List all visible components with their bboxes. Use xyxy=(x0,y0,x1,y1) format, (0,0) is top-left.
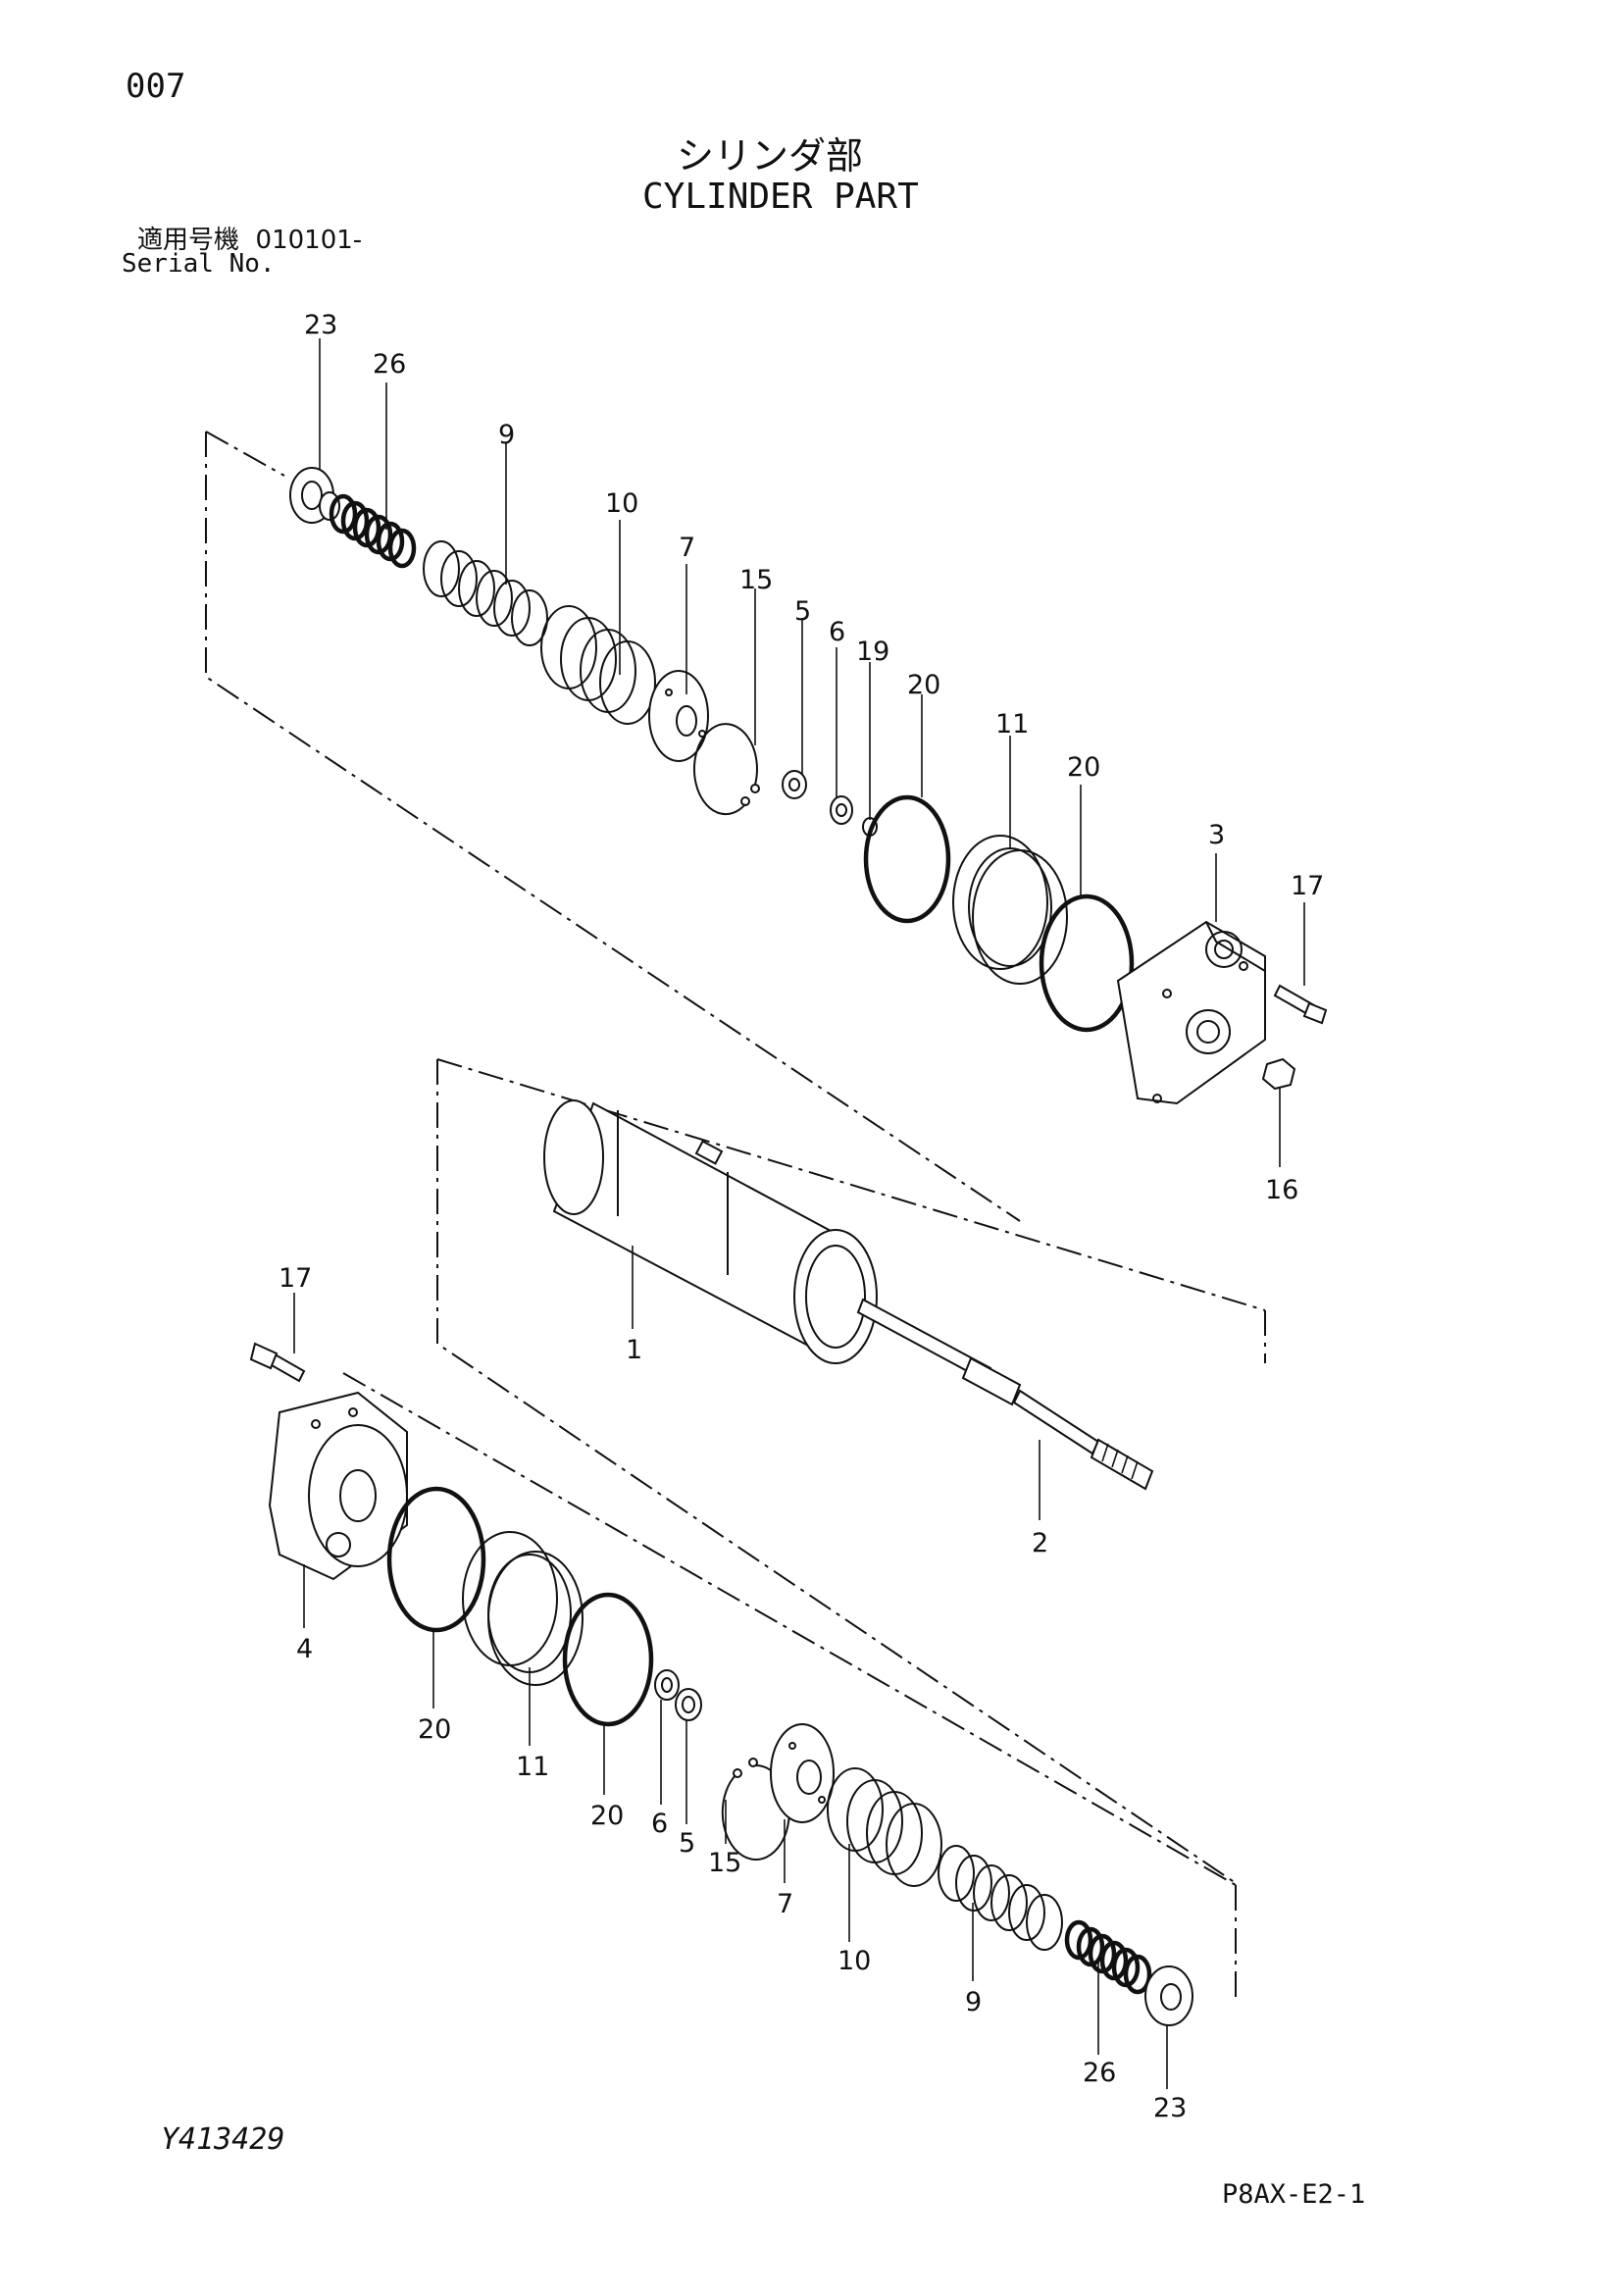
callout-6-bottom: 6 xyxy=(651,1809,668,1839)
part-10-outer-spring-top xyxy=(540,605,656,725)
callout-20-bottom-b: 20 xyxy=(590,1801,624,1831)
callout-19-top: 19 xyxy=(856,637,889,667)
part-11-sleeve-top xyxy=(952,835,1068,985)
callout-5-top: 5 xyxy=(794,596,811,627)
callout-16: 16 xyxy=(1265,1175,1298,1205)
top-assembly xyxy=(205,431,1328,1222)
callout-4: 4 xyxy=(296,1634,313,1664)
callout-10-bottom: 10 xyxy=(837,1946,871,1976)
part-7-seat-plate-top xyxy=(648,670,709,762)
part-9-spring-bottom xyxy=(938,1845,1063,1951)
callout-15-bottom: 15 xyxy=(708,1848,741,1878)
callout-7-top: 7 xyxy=(679,533,695,563)
figure-number: Y413429 xyxy=(161,2122,285,2157)
callout-26-bottom: 26 xyxy=(1083,2058,1116,2088)
middle-assembly xyxy=(436,1058,1266,1884)
part-23-spring-seat-bottom xyxy=(1144,1965,1193,2026)
callout-9-top: 9 xyxy=(498,420,515,450)
callout-20-bottom-a: 20 xyxy=(418,1714,451,1745)
title-english: CYLINDER PART xyxy=(642,177,919,217)
part-10-outer-spring-bottom xyxy=(827,1767,942,1887)
callout-20-top-a: 20 xyxy=(907,670,940,700)
part-7-seat-plate-bottom xyxy=(770,1723,835,1823)
part-20-o-ring-bottom-b xyxy=(562,1592,654,1727)
callout-15-top: 15 xyxy=(739,565,773,595)
callout-17-bottom: 17 xyxy=(279,1263,312,1294)
callout-11-bottom: 11 xyxy=(516,1752,549,1782)
part-6-washer-bottom xyxy=(654,1669,680,1701)
callout-23-top: 23 xyxy=(304,310,337,340)
callout-5-bottom: 5 xyxy=(679,1828,695,1859)
callout-3: 3 xyxy=(1208,820,1225,850)
bottom-assembly xyxy=(249,1342,1237,2026)
part-2-spool xyxy=(856,1298,1154,1491)
top-frame-upper xyxy=(205,431,285,477)
serial-label-jp: 適用号機 xyxy=(137,226,240,255)
serial-applicability: 適用号機 010101- xyxy=(137,220,362,256)
part-3-end-cover xyxy=(1116,920,1266,1105)
callout-11-top: 11 xyxy=(995,709,1029,740)
leader-lines xyxy=(293,338,1305,2089)
callout-9-bottom: 9 xyxy=(965,1987,982,2017)
callout-labels: 23 26 9 10 7 15 5 6 19 20 11 20 3 17 16 … xyxy=(279,310,1324,2123)
callout-23-bottom: 23 xyxy=(1153,2093,1187,2123)
part-5-collar-bottom xyxy=(675,1688,702,1721)
part-20-o-ring-top-a xyxy=(863,794,951,924)
spool-thread xyxy=(1090,1438,1154,1491)
part-9-spring-top xyxy=(423,540,548,646)
callout-17-top: 17 xyxy=(1291,871,1324,901)
part-6-washer-top xyxy=(830,795,853,825)
serial-label-en: Serial No. xyxy=(122,249,276,279)
top-frame-lower xyxy=(205,432,1021,1222)
callout-2: 2 xyxy=(1032,1528,1048,1558)
title-japanese: シリンダ部 xyxy=(677,134,864,178)
middle-frame-left xyxy=(436,1059,1237,1884)
serial-value: 010101- xyxy=(255,226,363,255)
part-5-collar-top xyxy=(782,770,807,799)
part-20-o-ring-top-b xyxy=(1039,893,1135,1033)
part-20-o-ring-bottom-a xyxy=(386,1486,486,1633)
page-number: 007 xyxy=(126,67,186,106)
callout-1: 1 xyxy=(626,1335,642,1365)
callout-26-top: 26 xyxy=(373,349,406,380)
callout-6-top: 6 xyxy=(829,617,845,647)
part-17-bolt-top xyxy=(1273,984,1328,1025)
part-15-snap-ring-top xyxy=(693,723,760,816)
callout-7-bottom: 7 xyxy=(777,1889,793,1919)
part-26-inner-spring-bottom xyxy=(1064,1919,1152,1995)
part-16-nut xyxy=(1261,1057,1296,1091)
part-26-inner-spring-top xyxy=(329,493,417,569)
callout-10-top: 10 xyxy=(605,488,638,519)
part-4-end-cover xyxy=(268,1391,408,1581)
part-1-cylinder xyxy=(543,1099,878,1364)
callout-20-top-b: 20 xyxy=(1067,752,1100,783)
document-code: P8AX-E2-1 xyxy=(1222,2179,1366,2210)
part-17-bolt-bottom xyxy=(249,1342,306,1383)
